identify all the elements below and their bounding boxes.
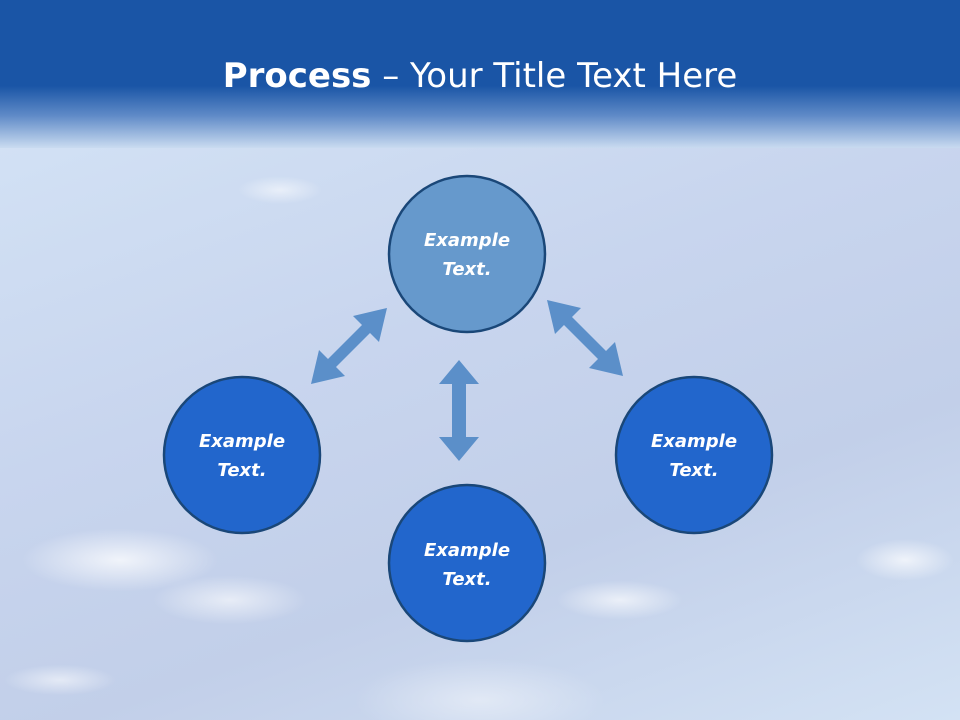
title-bold-part: Process: [222, 56, 372, 96]
node-top-label-line1: Example: [424, 230, 510, 251]
node-bottom-label-line1: Example: [424, 540, 510, 561]
node-left-circle: [162, 375, 322, 535]
node-left-label-line2: Text.: [217, 460, 266, 481]
slide-title: Process – Your Title Text Here: [0, 52, 960, 100]
node-left: Example Text.: [162, 375, 322, 535]
node-top-circle: [387, 174, 547, 334]
title-rest-part: – Your Title Text Here: [371, 56, 738, 96]
arrow-left-top: [311, 308, 387, 384]
arrow-top-right: [547, 300, 623, 376]
node-left-label-line1: Example: [199, 431, 285, 452]
node-top: Example Text.: [387, 174, 547, 334]
node-bottom: Example Text.: [387, 483, 547, 643]
arrow-center-vertical: [439, 360, 479, 461]
node-right: Example Text.: [614, 375, 774, 535]
node-right-label-line1: Example: [651, 431, 737, 452]
node-bottom-label-line2: Text.: [442, 569, 491, 590]
node-right-label-line2: Text.: [669, 460, 718, 481]
title-bar: [0, 0, 960, 148]
node-right-circle: [614, 375, 774, 535]
node-bottom-circle: [387, 483, 547, 643]
node-top-label-line2: Text.: [442, 259, 491, 280]
